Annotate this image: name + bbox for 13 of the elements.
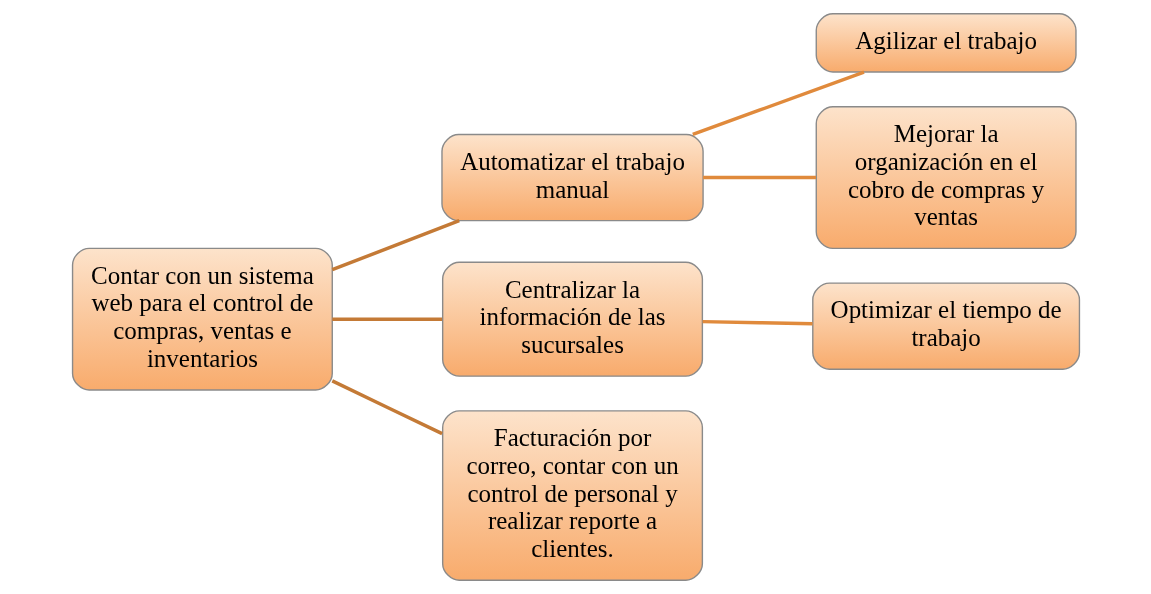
connector [702,319,813,326]
node-box: Agilizar el trabajo [815,13,1077,73]
node-box: Optimizar el tiempo de trabajo [811,282,1080,370]
connector [702,175,816,180]
connector [331,379,443,436]
node-box: Facturación por correo, contar con un control de personal y realizar reporte a clientes. [441,410,703,581]
node-box: Contar con un sistema web para el control de compras, ventas e inventarios [71,247,333,391]
connector [331,317,442,321]
node-box: Automatizar el trabajo manual [440,133,704,222]
connector [331,219,460,272]
node-box: Mejorar la organización en el cobro de compras y ventas [815,106,1077,250]
connector [691,70,865,136]
node-box: Centralizar la información de las sucursales [441,261,703,377]
